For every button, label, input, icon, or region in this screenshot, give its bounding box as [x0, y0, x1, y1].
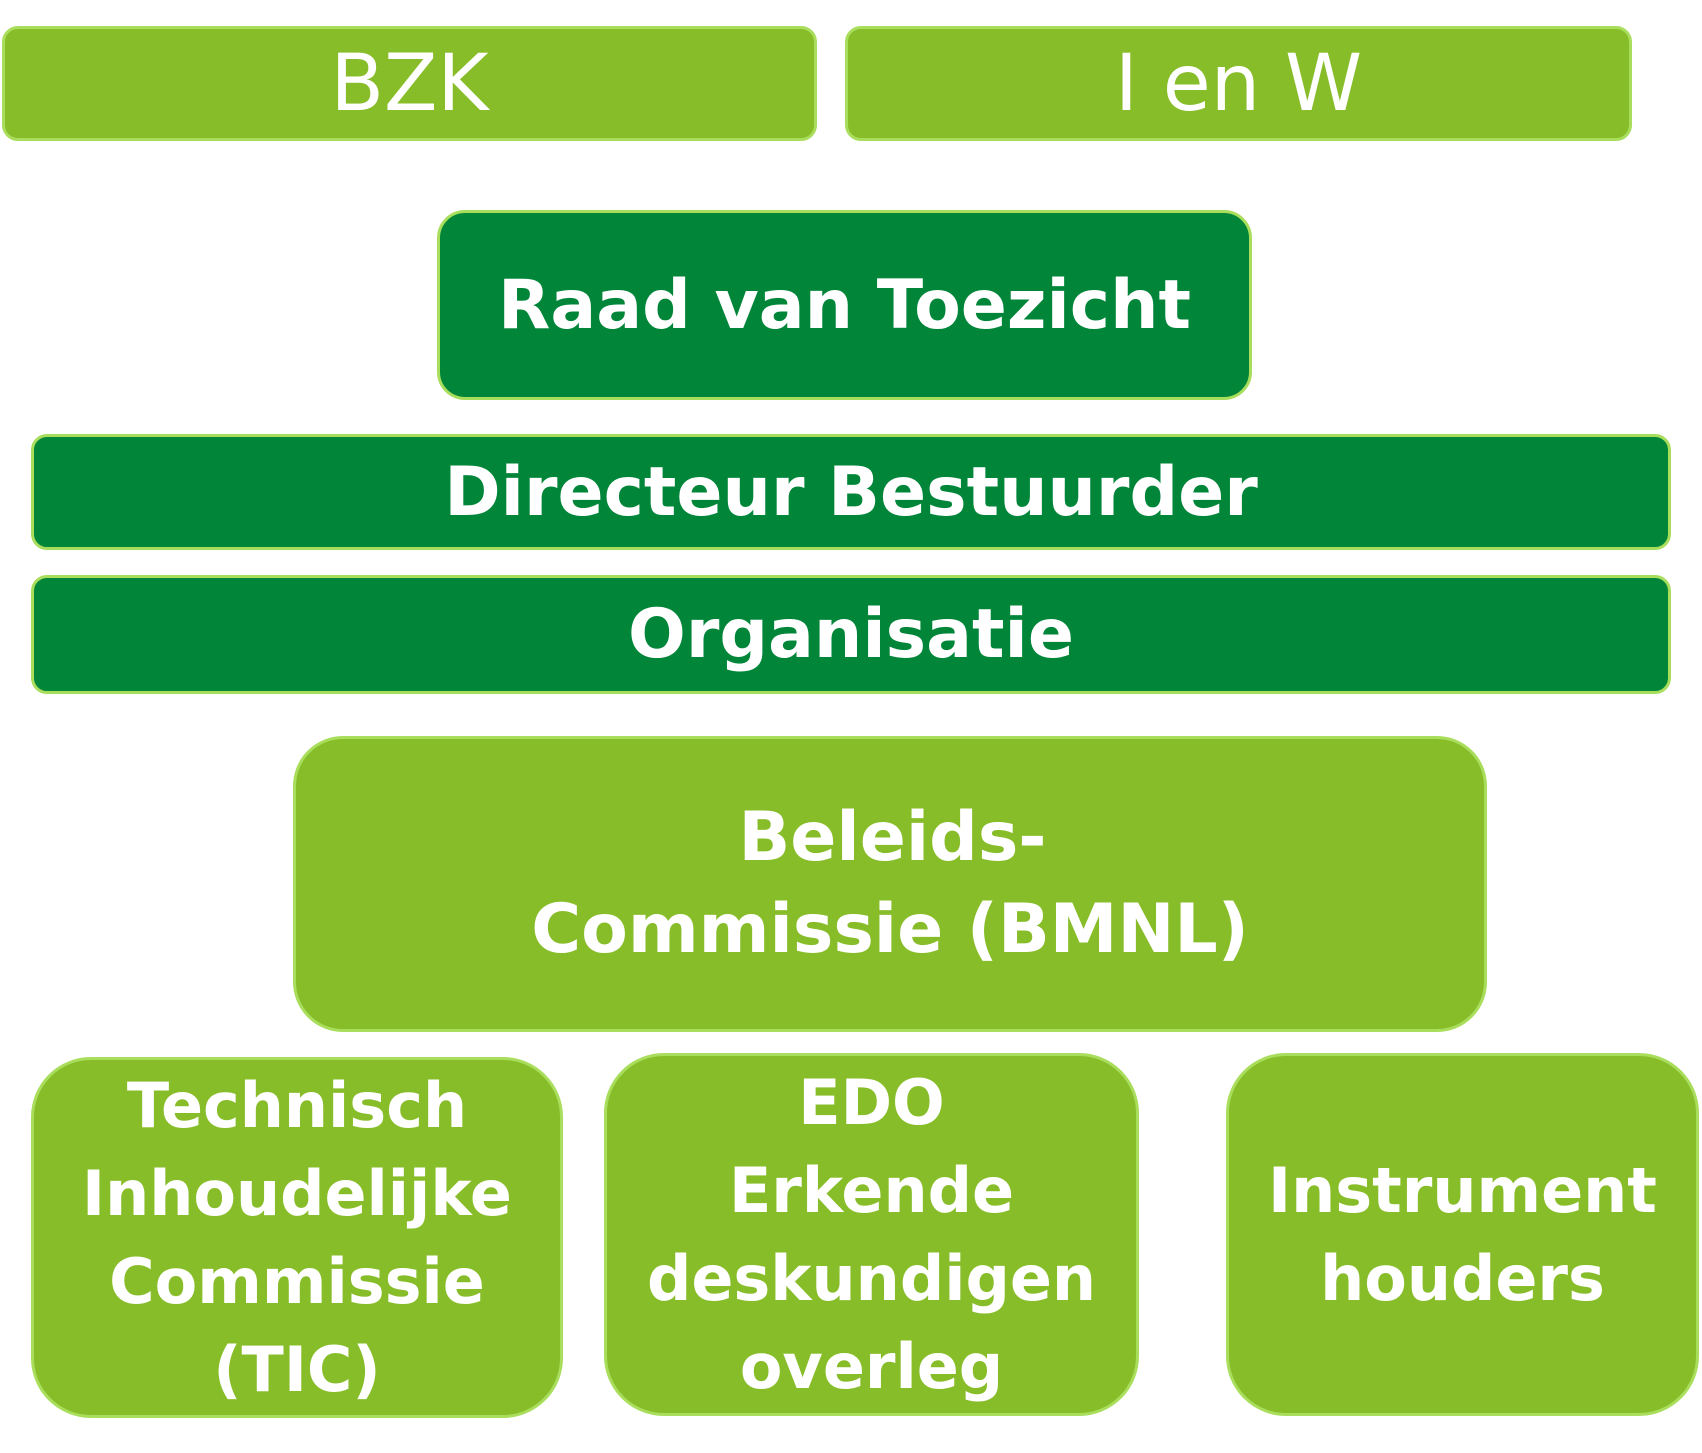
edo-line-2: Erkende [728, 1153, 1015, 1227]
tic-box: Technisch Inhoudelijke Commissie (TIC) [31, 1057, 563, 1418]
beleids-line-1: Beleids- [738, 798, 1047, 877]
ienw-box: I en W [845, 26, 1632, 141]
edo-box: EDO Erkende deskundigen overleg [604, 1053, 1139, 1416]
raad-van-toezicht-label: Raad van Toezicht [497, 265, 1192, 345]
beleids-line-2: Commissie (BMNL) [531, 890, 1249, 969]
bzk-label: BZK [330, 38, 489, 129]
organisatie-label: Organisatie [628, 595, 1074, 674]
tic-line-3: Commissie [109, 1244, 485, 1318]
beleids-commissie-box: Beleids- Commissie (BMNL) [293, 736, 1487, 1032]
instrument-line-1: Instrument [1268, 1153, 1657, 1227]
instrument-line-2: houders [1320, 1241, 1605, 1315]
tic-line-1: Technisch [126, 1068, 468, 1142]
edo-line-4: overleg [739, 1329, 1004, 1403]
tic-line-2: Inhoudelijke [82, 1156, 512, 1230]
directeur-bestuurder-label: Directeur Bestuurder [444, 452, 1258, 532]
edo-line-3: deskundigen [646, 1241, 1097, 1315]
directeur-bestuurder-box: Directeur Bestuurder [31, 434, 1671, 550]
bzk-box: BZK [2, 26, 817, 141]
ienw-label: I en W [1114, 38, 1363, 129]
instrument-houders-box: Instrument houders [1226, 1053, 1699, 1416]
edo-line-1: EDO [798, 1065, 945, 1139]
raad-van-toezicht-box: Raad van Toezicht [437, 210, 1252, 400]
organisatie-box: Organisatie [31, 575, 1671, 694]
tic-line-4: (TIC) [213, 1332, 381, 1406]
